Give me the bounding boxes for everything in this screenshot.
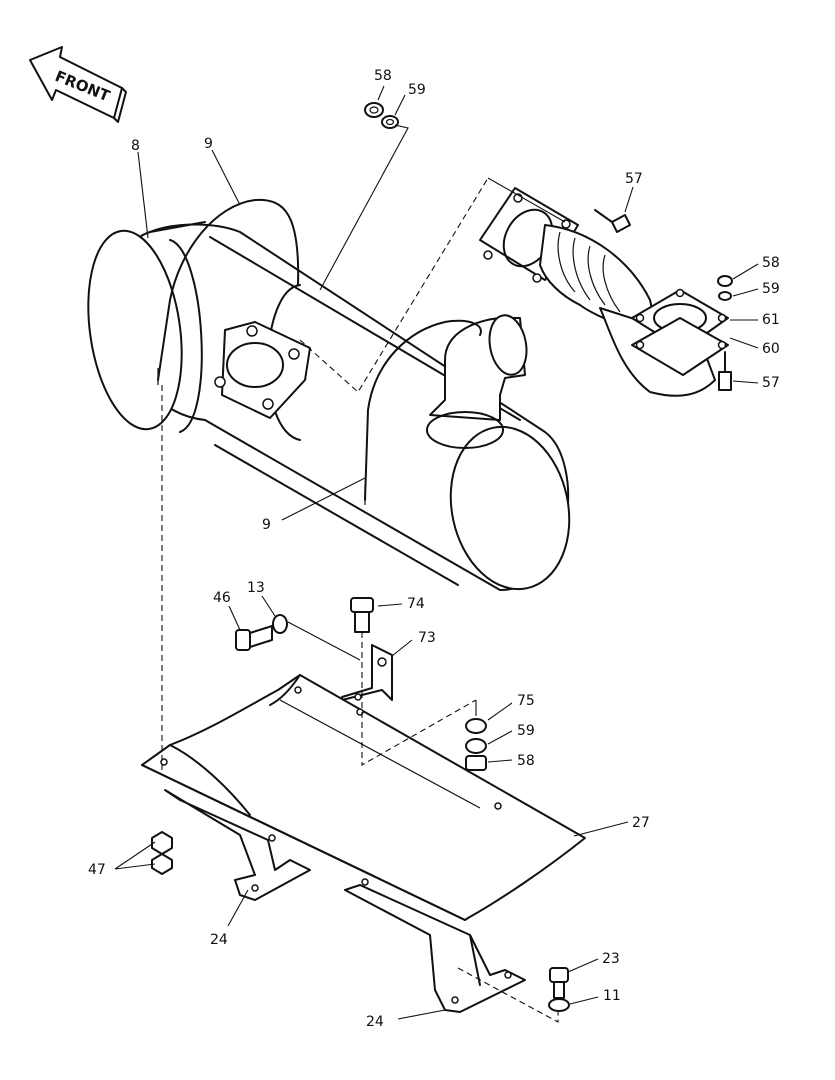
callout-11: 11 <box>603 988 621 1004</box>
bracket-73 <box>341 644 393 701</box>
leader-75 <box>487 702 513 721</box>
nut-58-right <box>717 275 733 287</box>
callout-23: 23 <box>602 951 620 967</box>
assembly-line-bolt46 <box>287 621 361 661</box>
leader-24b <box>397 1009 446 1020</box>
leader-13 <box>261 595 276 617</box>
strap-left <box>157 198 300 385</box>
bolt-57-top <box>594 209 631 233</box>
callout-24: 24 <box>210 932 228 948</box>
callout-74: 74 <box>407 596 425 612</box>
assembly-line-bracket <box>361 632 477 766</box>
support-leg-left <box>164 789 311 901</box>
assembly-line-bolt23 <box>457 967 559 1023</box>
callout-73: 73 <box>418 630 436 646</box>
muffler-body <box>87 221 571 591</box>
leader-57a <box>624 186 634 213</box>
strap-right <box>364 319 482 505</box>
washer-11 <box>548 998 570 1012</box>
leader-9b <box>281 477 366 521</box>
callout-75: 75 <box>517 693 535 709</box>
leader-9a <box>211 149 241 206</box>
nut-47-upper <box>151 831 173 855</box>
callout-8: 8 <box>131 138 140 154</box>
washer-75 <box>465 718 487 734</box>
assembly-line-nut-top <box>319 124 409 291</box>
callout-59: 59 <box>408 82 426 98</box>
base-tray-27 <box>141 674 586 921</box>
callout-46: 46 <box>213 590 231 606</box>
flex-exhaust-pipe <box>479 187 729 397</box>
callout-59: 59 <box>517 723 535 739</box>
bolt-57-right <box>718 351 732 391</box>
leader-58b <box>732 263 759 280</box>
callout-60: 60 <box>762 341 780 357</box>
leader-59a <box>394 94 406 116</box>
callout-47: 47 <box>88 862 106 878</box>
assembly-line-flange <box>299 177 489 393</box>
bolt-74 <box>350 597 374 633</box>
callout-59: 59 <box>762 281 780 297</box>
nut-58-bracket <box>465 755 487 771</box>
bolt-46 <box>235 625 273 651</box>
washer-13 <box>272 614 288 634</box>
front-arrow-icon: FRONT <box>29 46 127 123</box>
callout-9: 9 <box>262 517 271 533</box>
leader-24a <box>227 889 249 927</box>
washer-59-bracket <box>465 738 487 754</box>
assembly-line-flange-solid <box>487 177 566 223</box>
washer-59-top <box>381 115 399 129</box>
leader-57b <box>732 380 759 384</box>
leader-73 <box>391 639 413 657</box>
leader-47 <box>114 841 156 870</box>
leader-11 <box>569 996 599 1005</box>
callout-61: 61 <box>762 312 780 328</box>
callout-58: 58 <box>762 255 780 271</box>
leader-59b <box>732 288 759 297</box>
callout-24: 24 <box>366 1014 384 1030</box>
washer-59-right <box>718 291 732 301</box>
callout-57: 57 <box>625 171 643 187</box>
leader-46 <box>228 605 241 631</box>
callout-58: 58 <box>517 753 535 769</box>
leader-8 <box>137 151 149 239</box>
callout-9: 9 <box>204 136 213 152</box>
bolt-23 <box>549 967 569 999</box>
leader-74 <box>377 603 403 607</box>
leader-60 <box>729 337 759 349</box>
callout-57: 57 <box>762 375 780 391</box>
callout-58: 58 <box>374 68 392 84</box>
leader-58a <box>377 85 385 101</box>
leader-27 <box>573 821 629 837</box>
nut-58-top <box>364 102 384 118</box>
leader-23 <box>567 958 599 973</box>
callout-13: 13 <box>247 580 265 596</box>
leader-58c <box>487 759 513 763</box>
callout-27: 27 <box>632 815 650 831</box>
nut-47-lower <box>151 853 173 875</box>
leader-59c <box>487 730 513 745</box>
